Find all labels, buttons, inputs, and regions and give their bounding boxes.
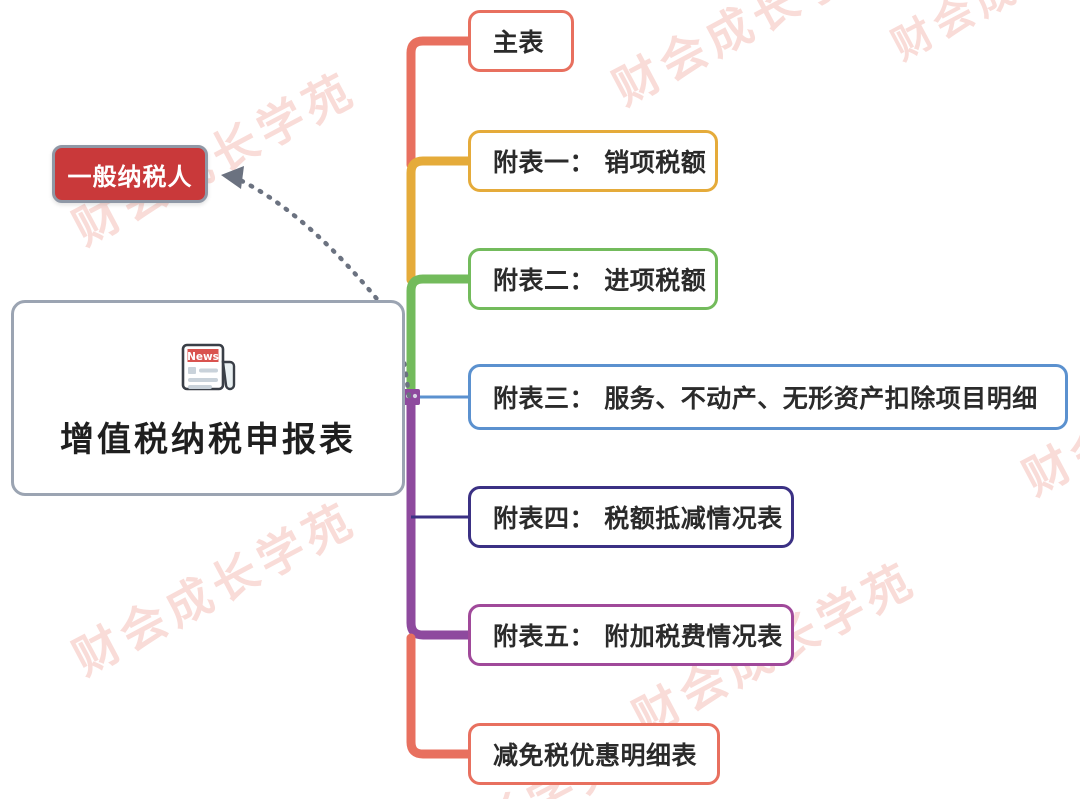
branch-node-label: 减免税优惠明细表: [493, 741, 698, 770]
relation-arrowhead-icon: [221, 166, 244, 189]
central-node[interactable]: News 增值税纳税申报表: [11, 300, 405, 496]
trunk-segment-coral-bottom: [406, 633, 473, 759]
branch-node-fubiao-san[interactable]: 附表三： 服务、不动产、无形资产扣除项目明细: [468, 364, 1068, 430]
branch-node-label: 附表一： 销项税额: [493, 148, 707, 177]
branch-node-label: 附表二： 进项税额: [493, 266, 707, 295]
taxpayer-node-label: 一般纳税人: [67, 162, 193, 191]
trunk-segment-coral-top: [406, 36, 473, 170]
branch-node-zhubiao[interactable]: 主表: [468, 10, 574, 72]
branch-node-fubiao-er[interactable]: 附表二： 进项税额: [468, 248, 718, 310]
watermark: 财会成长学苑: [880, 0, 1080, 71]
trunk-junction-marker: [403, 389, 420, 405]
trunk-segment-amber: [406, 156, 473, 285]
junction-dot-a: [405, 393, 411, 399]
branch-node-label: 附表四： 税额抵减情况表: [493, 504, 783, 533]
trunk-segment-purple: [406, 391, 473, 640]
branch-node-fubiao-si[interactable]: 附表四： 税额抵减情况表: [468, 486, 794, 548]
newspaper-icon-label: News: [187, 350, 219, 362]
branch-node-fubiao-wu[interactable]: 附表五： 附加税费情况表: [468, 604, 794, 666]
branch-node-jianmianshui[interactable]: 减免税优惠明细表: [468, 723, 720, 785]
branch-node-fubiao-yi[interactable]: 附表一： 销项税额: [468, 130, 718, 192]
junction-dot-b: [412, 393, 418, 399]
newspaper-icon: News: [181, 343, 236, 390]
branch-node-label: 附表五： 附加税费情况表: [493, 622, 783, 651]
watermark: 财会成长学苑: [64, 491, 366, 686]
trunk-segment-green: [406, 274, 473, 401]
branch-node-label: 附表三： 服务、不动产、无形资产扣除项目明细: [493, 384, 1038, 413]
central-node-title: 增值税纳税申报表: [60, 419, 356, 460]
taxpayer-node[interactable]: 一般纳税人: [52, 145, 208, 203]
branch-node-label: 主表: [493, 28, 545, 57]
watermark: 财会成长学苑: [604, 0, 906, 116]
